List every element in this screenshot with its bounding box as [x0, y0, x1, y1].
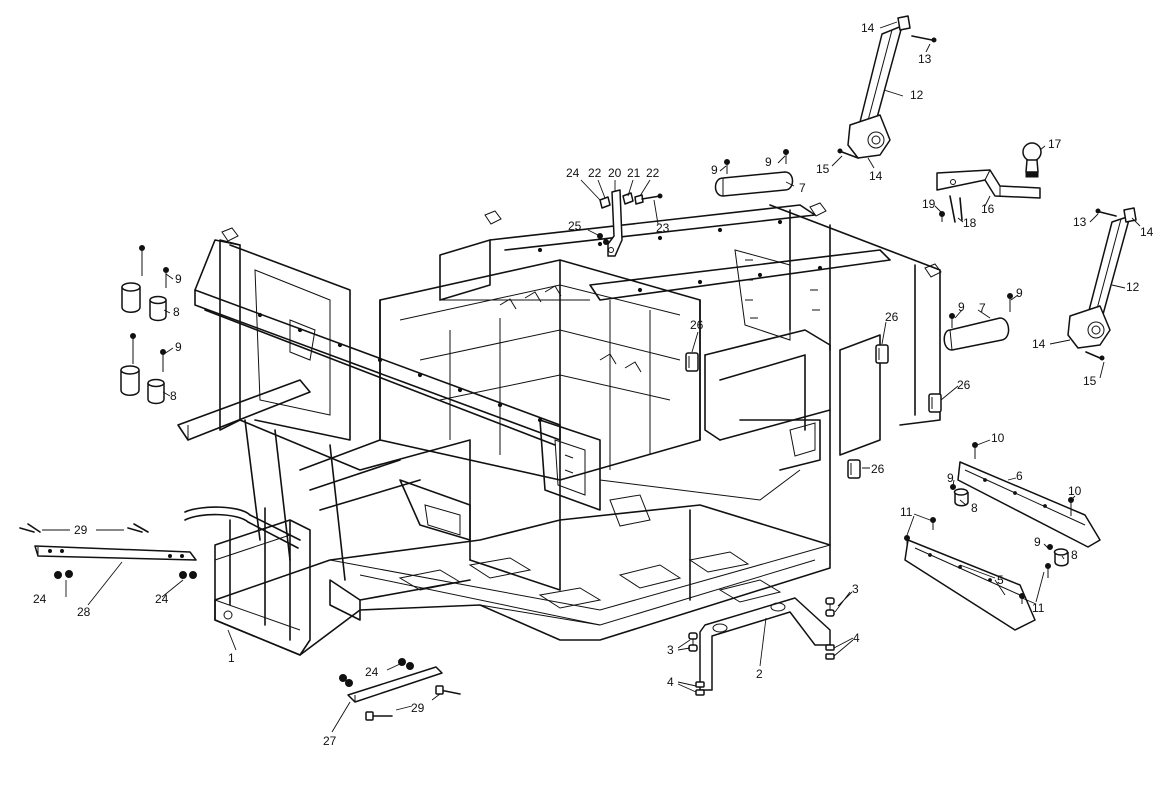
callout-2: 2: [756, 667, 763, 681]
pins-part-29: [19, 523, 461, 721]
callout-9: 9: [1016, 286, 1023, 300]
callout-6: 6: [1016, 469, 1023, 483]
callout-labels: 1 2 3 3 4 4 5 6 7 7 8 8 8 8 9 9 9 9 9 9 …: [33, 21, 1154, 748]
callout-23: 23: [656, 221, 670, 235]
callout-1: 1: [228, 651, 235, 665]
callout-12: 12: [910, 88, 924, 102]
nuts-part-24-25: [54, 233, 609, 687]
small-bolts: [130, 149, 1074, 604]
callout-12: 12: [1126, 280, 1140, 294]
bar-part-7-top: [714, 171, 794, 197]
callout-24: 24: [155, 592, 169, 606]
callout-9: 9: [1034, 535, 1041, 549]
callout-29: 29: [411, 701, 425, 715]
leader-lines: [42, 21, 1141, 733]
callout-16: 16: [981, 202, 995, 216]
callout-21: 21: [627, 166, 641, 180]
callout-18: 18: [963, 216, 977, 230]
callout-28: 28: [77, 605, 91, 619]
callout-24: 24: [566, 166, 580, 180]
callout-22: 22: [588, 166, 602, 180]
hitch-ball-part-17: [1022, 142, 1042, 178]
callout-14: 14: [1032, 337, 1046, 351]
callout-15: 15: [1083, 374, 1097, 388]
main-frame: [177, 202, 942, 656]
callout-26: 26: [871, 462, 885, 476]
callout-8: 8: [1071, 548, 1078, 562]
callout-10: 10: [1068, 484, 1082, 498]
callout-10: 10: [991, 431, 1005, 445]
clips-part-26: [685, 344, 942, 479]
shock-absorber-part-12-right: [1067, 207, 1137, 349]
callout-13: 13: [1073, 215, 1087, 229]
callout-7: 7: [799, 181, 806, 195]
callout-9: 9: [711, 163, 718, 177]
callout-8: 8: [170, 389, 177, 403]
callout-27: 27: [323, 734, 337, 748]
bracket-part-20: [607, 189, 623, 257]
callout-5: 5: [997, 573, 1004, 587]
callout-8: 8: [173, 305, 180, 319]
callout-26: 26: [885, 310, 899, 324]
callout-9: 9: [958, 300, 965, 314]
callout-17: 17: [1048, 137, 1062, 151]
callout-24: 24: [33, 592, 47, 606]
bar-part-28: [34, 545, 197, 561]
callout-29: 29: [74, 523, 88, 537]
callout-24: 24: [365, 665, 379, 679]
side-rail-part-5: [904, 539, 1036, 631]
bracket-part-2: [699, 597, 831, 691]
callout-9: 9: [175, 272, 182, 286]
callout-9: 9: [765, 155, 772, 169]
callout-9: 9: [947, 471, 954, 485]
callout-8: 8: [971, 501, 978, 515]
bar-part-7-right: [943, 317, 1010, 351]
callout-11: 11: [1032, 601, 1045, 615]
callout-14: 14: [861, 21, 875, 35]
callout-14: 14: [1140, 225, 1154, 239]
callout-7: 7: [979, 301, 986, 315]
pins-part-13-15: [837, 35, 1117, 361]
callout-9: 9: [175, 340, 182, 354]
hitch-receiver-part-16: [936, 169, 1041, 199]
pin-clip-part-18-19: [939, 195, 963, 223]
shock-absorber-part-12-top: [847, 15, 911, 159]
callout-13: 13: [918, 52, 932, 66]
rubber-mounts-part-8: [120, 282, 1069, 567]
callout-15: 15: [816, 162, 830, 176]
callout-26: 26: [957, 378, 971, 392]
bushings-part-21-22: [599, 192, 663, 209]
callout-22: 22: [646, 166, 660, 180]
callout-25: 25: [568, 219, 582, 233]
callout-19: 19: [922, 197, 936, 211]
callout-11: 11: [900, 505, 913, 519]
callout-20: 20: [608, 166, 622, 180]
callout-4: 4: [667, 675, 674, 689]
side-rail-part-6: [957, 461, 1101, 548]
callout-4: 4: [853, 631, 860, 645]
callout-3: 3: [667, 643, 674, 657]
bar-part-27: [347, 666, 443, 703]
callout-26: 26: [690, 318, 704, 332]
callout-14: 14: [869, 169, 883, 183]
callout-3: 3: [852, 582, 859, 596]
